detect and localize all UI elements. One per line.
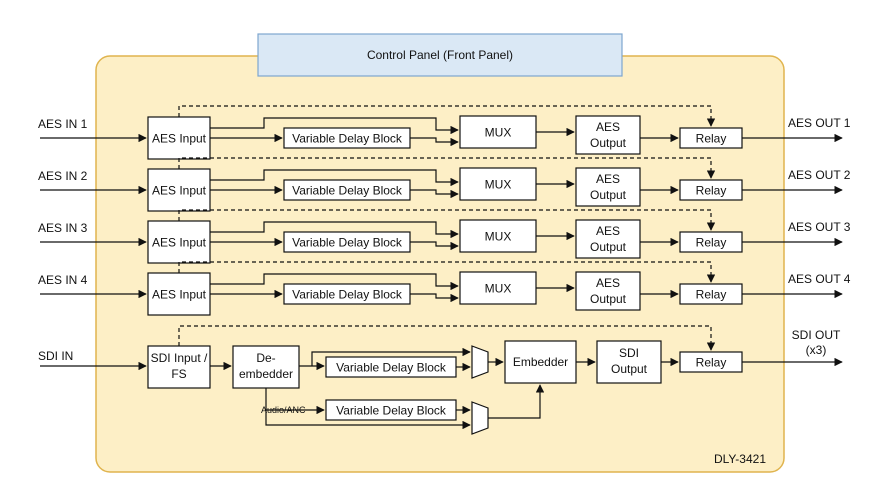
audio-bypass-wire: [265, 410, 471, 430]
aes-out-label-1: AES OUT 1: [788, 116, 851, 130]
aes-input-label-1: AES Input: [152, 132, 207, 146]
aes-bypass-wire-4: [210, 273, 459, 291]
embedder-label: Embedder: [513, 355, 568, 369]
aes-channel-1: AES IN 1 AES Input Variable Delay Block MUX…: [38, 105, 851, 160]
sdi-out-label-1: SDI OUT: [792, 328, 841, 342]
sdi-relay-label: Relay: [696, 356, 727, 370]
sdi-input-fs-box: [147, 345, 211, 389]
sdi-relay-bypass: [178, 325, 716, 351]
aes-output-label-2-4: Output: [590, 292, 627, 306]
sdi-mux-top: [471, 345, 489, 379]
delay-to-mux-wire-2: [410, 189, 459, 199]
aes-in-label-3: AES IN 3: [38, 221, 88, 235]
mux-label-1: MUX: [485, 126, 512, 140]
aes-relay-label-1: Relay: [696, 132, 727, 146]
sdi-input-fs-label-1: SDI Input /: [151, 351, 208, 365]
aes-relay-bypass-1: [178, 105, 716, 127]
aes-output-label-1-4: AES: [596, 276, 620, 290]
aes-input-label-4: AES Input: [152, 288, 207, 302]
aes-input-label-2: AES Input: [152, 184, 207, 198]
embedder-box: [504, 340, 577, 384]
audio-anc-label: Audio/ANC: [261, 405, 306, 415]
aes-bypass-wire-2: [210, 169, 459, 187]
aes-output-label-2-3: Output: [590, 240, 627, 254]
aes-channel-2: AES IN 2 AES Input Variable Delay Block MUX…: [38, 157, 851, 212]
mux-label-3: MUX: [485, 230, 512, 244]
sdi-delay-bottom-label: Variable Delay Block: [336, 404, 447, 418]
sdi-out-label-2: (x3): [806, 343, 827, 357]
deembedder-box: [232, 345, 300, 389]
aes-output-label-1-3: AES: [596, 224, 620, 238]
aes-output-label-1-1: AES: [596, 120, 620, 134]
aes-relay-label-4: Relay: [696, 288, 727, 302]
video-bypass-wire: [311, 347, 471, 366]
aes-channel-4: AES IN 4 AES Input Variable Delay Block MUX…: [38, 261, 851, 316]
mux-box-1: [459, 115, 537, 149]
mux-box-2: [459, 167, 537, 201]
delay-to-mux-wire-3: [410, 241, 459, 251]
aes-bypass-wire-1: [210, 117, 459, 135]
aes-out-label-3: AES OUT 3: [788, 220, 851, 234]
sdi-mux-bottom: [471, 401, 489, 435]
aes-output-box-4: [575, 271, 641, 311]
aes-output-box-1: [575, 115, 641, 155]
aes-in-label-2: AES IN 2: [38, 169, 88, 183]
aes-delay-label-1: Variable Delay Block: [292, 132, 403, 146]
aes-delay-label-4: Variable Delay Block: [292, 288, 403, 302]
control-panel-label: Control Panel (Front Panel): [367, 48, 513, 62]
deembedder-label-1: De-: [256, 351, 275, 365]
deembedder-label-2: embedder: [239, 367, 293, 381]
aes-bypass-wire-3: [210, 221, 459, 239]
mux-bottom-to-embedder-wire: [488, 384, 545, 419]
aes-relay-label-2: Relay: [696, 184, 727, 198]
aes-delay-label-3: Variable Delay Block: [292, 236, 403, 250]
aes-output-box-3: [575, 219, 641, 259]
sdi-output-label-2: Output: [611, 362, 648, 376]
delay-to-mux-wire-4: [410, 293, 459, 303]
sdi-input-fs-label-2: FS: [171, 367, 186, 381]
aes-relay-bypass-3: [178, 209, 716, 231]
aes-input-box-2: [147, 168, 211, 212]
mux-box-3: [459, 219, 537, 253]
aes-relay-bypass-4: [178, 261, 716, 283]
mux-label-4: MUX: [485, 282, 512, 296]
mux-label-2: MUX: [485, 178, 512, 192]
sdi-in-label: SDI IN: [38, 349, 73, 363]
sdi-output-label-1: SDI: [619, 346, 639, 360]
sdi-output-box: [596, 340, 662, 384]
aes-out-label-2: AES OUT 2: [788, 168, 851, 182]
control-panel-box: [257, 33, 623, 77]
aes-in-label-1: AES IN 1: [38, 117, 88, 131]
aes-input-label-3: AES Input: [152, 236, 207, 250]
sdi-delay-top-label: Variable Delay Block: [336, 361, 447, 375]
aes-output-label-2-1: Output: [590, 136, 627, 150]
delay-to-mux-wire-1: [410, 137, 459, 147]
aes-output-box-2: [575, 167, 641, 207]
sdi-path: SDI IN SDI Input / FS De- embedder Varia…: [38, 325, 843, 435]
aes-channel-3: AES IN 3 AES Input Variable Delay Block MUX…: [38, 209, 851, 264]
model-label: DLY-3421: [714, 452, 766, 466]
aes-output-label-2-2: Output: [590, 188, 627, 202]
aes-out-label-4: AES OUT 4: [788, 272, 851, 286]
aes-output-label-1-2: AES: [596, 172, 620, 186]
aes-relay-bypass-2: [178, 157, 716, 179]
aes-delay-label-2: Variable Delay Block: [292, 184, 403, 198]
aes-relay-label-3: Relay: [696, 236, 727, 250]
aes-in-label-4: AES IN 4: [38, 273, 88, 287]
